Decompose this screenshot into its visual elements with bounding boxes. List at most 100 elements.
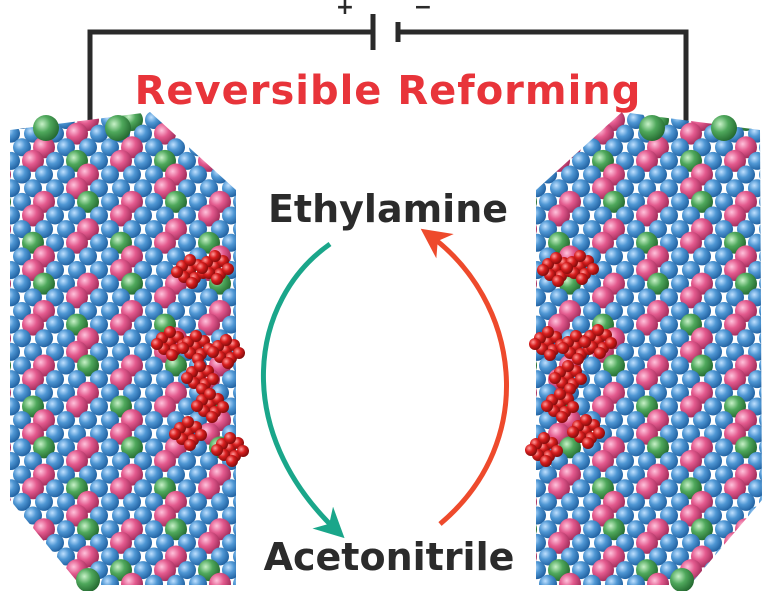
blue-atom: [693, 138, 711, 157]
blue-atom: [517, 575, 535, 591]
blue-atom: [13, 274, 31, 293]
blue-atom: [550, 124, 568, 143]
blue-atom: [536, 370, 546, 389]
blue-atom: [594, 370, 612, 389]
green-atom: [735, 272, 757, 295]
blue-atom: [101, 274, 119, 293]
blue-atom: [156, 424, 174, 443]
blue-atom: [156, 206, 174, 225]
adsorbate-atom: [171, 266, 183, 278]
adsorbate-atom: [557, 342, 569, 354]
blue-atom: [24, 506, 42, 525]
pink-atom: [548, 477, 570, 500]
pink-atom: [10, 490, 11, 513]
blue-atom: [156, 261, 174, 280]
blue-atom: [10, 342, 20, 361]
blue-atom: [57, 547, 75, 566]
adsorbate-atom: [572, 353, 584, 365]
green-atom: [639, 115, 665, 141]
blue-atom: [539, 301, 557, 320]
adsorbate-atom: [562, 360, 574, 372]
adsorbate-atom: [211, 444, 223, 456]
blue-atom: [627, 247, 645, 266]
blue-atom: [46, 479, 64, 498]
green-atom: [724, 559, 746, 582]
blue-atom: [726, 342, 744, 361]
blue-atom: [536, 124, 546, 143]
blue-atom: [759, 138, 762, 157]
pink-atom: [110, 368, 132, 391]
blue-atom: [539, 192, 557, 211]
blue-atom: [638, 506, 656, 525]
blue-atom: [715, 411, 733, 430]
blue-atom: [211, 220, 229, 239]
blue-atom: [0, 247, 9, 265]
blue-atom: [178, 533, 196, 552]
blue-atom: [704, 370, 722, 389]
blue-atom: [539, 574, 557, 585]
blue-atom: [112, 179, 130, 198]
blue-atom: [627, 411, 645, 430]
pink-atom: [592, 286, 614, 309]
blue-atom: [24, 288, 42, 307]
blue-atom: [539, 492, 557, 511]
blue-atom: [134, 424, 152, 443]
blue-atom: [134, 151, 152, 170]
blue-atom: [660, 261, 678, 280]
blue-atom: [536, 479, 546, 498]
adsorbate-atom: [605, 337, 617, 349]
blue-atom: [79, 301, 97, 320]
blue-atom: [101, 383, 119, 402]
blue-atom: [200, 124, 218, 143]
green-atom: [22, 559, 44, 582]
blue-atom: [671, 547, 689, 566]
pink-atom: [10, 163, 11, 186]
blue-atom: [737, 329, 755, 348]
blue-atom: [90, 288, 108, 307]
blue-atom: [46, 315, 64, 334]
blue-atom: [748, 452, 762, 470]
blue-atom: [616, 506, 634, 525]
blue-atom: [13, 329, 31, 348]
adsorbate-atom: [164, 326, 176, 338]
green-atom: [603, 190, 625, 213]
blue-atom: [10, 397, 20, 416]
blue-atom: [68, 370, 86, 389]
blue-atom: [57, 329, 75, 348]
blue-atom: [10, 206, 20, 225]
green-atom: [33, 272, 55, 295]
green-atom: [121, 272, 143, 295]
adsorbate-atom: [211, 273, 223, 285]
pink-atom: [22, 586, 44, 591]
pink-atom: [636, 531, 658, 554]
blue-atom: [583, 383, 601, 402]
blue-atom: [660, 370, 678, 389]
green-atom: [691, 354, 713, 377]
green-atom: [691, 190, 713, 213]
blue-atom: [550, 179, 568, 198]
pink-atom: [10, 545, 11, 568]
blue-atom: [704, 561, 722, 580]
adsorbate-atom: [233, 347, 245, 359]
green-atom: [10, 354, 11, 377]
pink-atom: [22, 204, 44, 227]
adsorbate-atom: [182, 416, 194, 428]
blue-atom: [616, 452, 634, 470]
adsorbate-atom: [542, 326, 554, 338]
pink-atom: [536, 272, 537, 295]
blue-atom: [671, 329, 689, 348]
blue-atom: [10, 288, 20, 307]
blue-atom: [572, 506, 590, 525]
pink-atom: [154, 450, 176, 472]
blue-atom: [715, 438, 733, 457]
adsorbate-atom: [237, 445, 249, 457]
blue-atom: [10, 452, 20, 470]
adsorbate-atom: [556, 411, 568, 423]
adsorbate-atom: [561, 262, 573, 274]
blue-atom: [737, 165, 755, 184]
blue-atom: [10, 233, 20, 252]
blue-atom: [46, 533, 64, 552]
battery-symbol-icon: [370, 14, 401, 50]
green-atom: [77, 518, 99, 541]
